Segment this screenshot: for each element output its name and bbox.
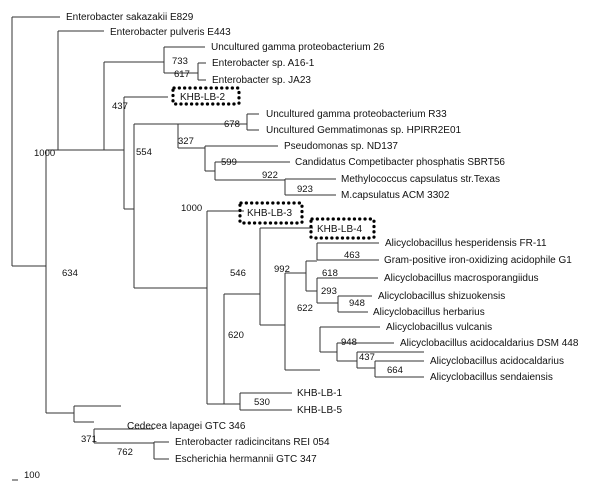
bootstrap-value: 762 [117,447,133,458]
bootstrap-value: 992 [274,264,290,275]
bootstrap-value: 922 [262,170,278,181]
bootstrap-value: 948 [349,298,365,309]
scale-bar-label: 100 [24,470,40,481]
bootstrap-value: 463 [344,250,360,261]
taxon-label: M.capsulatus ACM 3302 [341,190,450,201]
taxon-label: Gram-positive iron-oxidizing acidophile … [384,255,572,266]
taxon-label: Uncultured gamma proteobacterium R33 [266,109,447,120]
bootstrap-value: 530 [254,397,270,408]
taxon-label: KHB-LB-4 [317,224,362,235]
bootstrap-value: 293 [321,286,337,297]
highlight-khb-lb-4 [309,217,376,240]
taxon-label: Alicyclobacillus macrosporangiidus [384,273,539,284]
taxon-labels: Enterobacter sakazakii E829 Enterobacter… [66,12,579,465]
taxon-label: Uncultured gamma proteobacterium 26 [211,42,385,53]
bootstrap-value: 733 [172,56,188,67]
taxon-label: Alicyclobacillus acidocaldarius DSM 448 [400,338,579,349]
taxon-label: Candidatus Competibacter phosphatis SBRT… [295,157,505,168]
bootstrap-value: 634 [62,268,78,279]
bootstrap-value: 620 [228,330,244,341]
taxon-label: KHB-LB-5 [297,405,342,416]
highlight-khb-lb-2 [171,86,241,106]
taxon-label: Enterobacter sakazakii E829 [66,12,194,23]
taxon-label: Alicyclobacillus hesperidensis FR-11 [385,238,547,249]
bootstrap-value: 923 [297,184,313,195]
taxon-label: Pseudomonas sp. ND137 [284,141,398,152]
taxon-label: Escherichia hermannii GTC 347 [175,454,317,465]
taxon-label: Enterobacter radicincitans REI 054 [175,437,330,448]
taxon-label: Uncultured Gemmatimonas sp. HPIRR2E01 [266,125,462,136]
taxon-label: Alicyclobacillus sendaiensis [430,372,553,383]
taxon-label: Alicyclobacillus vulcanis [386,322,492,333]
taxon-label: Enterobacter sp. JA23 [212,75,311,86]
bootstrap-value: 599 [221,157,237,168]
bootstrap-value: 437 [112,101,128,112]
branches [11,16,424,481]
bootstrap-value: 437 [359,352,375,363]
bootstrap-value: 617 [174,69,190,80]
highlight-khb-lb-3 [238,201,304,225]
bootstrap-value: 546 [230,268,246,279]
taxon-label: Methylococcus capsulatus str.Texas [341,174,500,185]
bootstrap-value: 554 [136,147,152,158]
taxon-label: Cedecea lapagei GTC 346 [127,421,246,432]
taxon-label: KHB-LB-1 [297,388,342,399]
bootstrap-value: 618 [322,268,338,279]
taxon-label: Alicyclobacillus shizuokensis [378,291,505,302]
taxon-label: Enterobacter sp. A16-1 [212,58,315,69]
bootstrap-values: 733 617 437 678 327 599 922 923 554 1000… [34,56,403,458]
bootstrap-value: 1000 [34,148,55,159]
bootstrap-value: 664 [387,365,403,376]
taxon-label: Enterobacter pulveris E443 [110,27,231,38]
bootstrap-value: 622 [297,303,313,314]
bootstrap-value: 948 [341,337,357,348]
bootstrap-value: 371 [81,434,97,445]
bootstrap-value: 327 [178,136,194,147]
bootstrap-value: 678 [224,119,240,130]
taxon-label: Alicyclobacillus herbarius [373,307,485,318]
taxon-label: KHB-LB-2 [180,92,225,103]
taxon-label: Alicyclobacillus acidocaldarius [430,356,564,367]
bootstrap-value: 1000 [181,203,202,214]
taxon-label: KHB-LB-3 [247,208,292,219]
